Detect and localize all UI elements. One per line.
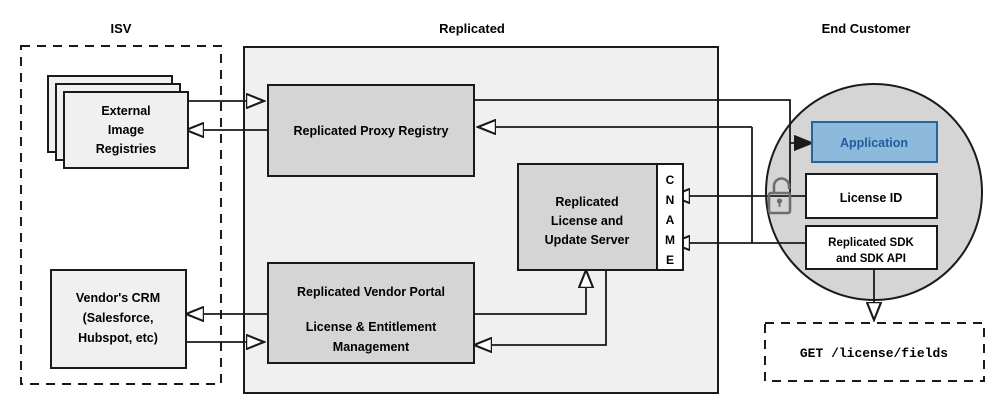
license-id-label: License ID [840, 191, 903, 205]
cname-letter-n: N [666, 193, 675, 207]
application-box [811, 121, 938, 163]
node-vendor-crm[interactable]: Vendor's CRM (Salesforce, Hubspot, etc) [50, 269, 187, 369]
registry-stack-front [63, 91, 189, 169]
application-label: Application [840, 136, 908, 150]
node-cname[interactable]: C N A M E [656, 163, 684, 271]
node-api-call: GET /license/fields [764, 322, 985, 382]
cname-letter-a: A [666, 213, 675, 227]
crm-label-line1: Vendor's CRM [76, 291, 160, 305]
api-call-dashed-box [764, 322, 985, 382]
cname-letter-e: E [666, 253, 674, 267]
node-replicated-sdk[interactable]: Replicated SDK and SDK API [805, 225, 938, 270]
node-external-image-registries[interactable]: External Image Registries [47, 75, 189, 169]
unlock-icon [767, 177, 792, 215]
zone-isv-boundary [20, 45, 222, 385]
padlock-shackle [772, 177, 791, 193]
zone-title-replicated: Replicated [439, 21, 505, 36]
padlock-keyhole-stem [778, 201, 781, 207]
node-license-update-server[interactable]: Replicated License and Update Server [517, 163, 658, 271]
registries-label-line2: Image [108, 123, 144, 137]
node-application[interactable]: Application [811, 121, 938, 163]
lus-label-line2: License and [551, 214, 623, 228]
node-vendor-portal[interactable]: Replicated Vendor Portal License & Entit… [267, 262, 475, 364]
license-update-server-box [517, 163, 658, 271]
crm-label-line3: Hubspot, etc) [78, 331, 158, 345]
zone-title-isv: ISV [111, 21, 132, 36]
license-id-box [805, 173, 938, 219]
vendor-portal-label-line1: Replicated Vendor Portal [297, 285, 445, 299]
registries-label-line3: Registries [96, 142, 156, 156]
connection-layer [182, 100, 874, 345]
cname-box [656, 163, 684, 271]
zone-title-end-customer: End Customer [822, 21, 911, 36]
padlock-body [767, 191, 792, 215]
proxy-registry-box [267, 84, 475, 177]
replicated-sdk-box [805, 225, 938, 270]
sdk-label-line2: and SDK API [836, 253, 906, 265]
cname-letter-m: M [665, 233, 675, 247]
vendor-crm-box [50, 269, 187, 369]
vendor-portal-label-line3: Management [333, 340, 410, 354]
node-license-id[interactable]: License ID [805, 173, 938, 219]
crm-label-line2: (Salesforce, [83, 311, 154, 325]
lus-label-line1: Replicated [555, 195, 618, 209]
registries-label-line1: External [101, 104, 150, 118]
conn-proxy-to-application [474, 99, 812, 143]
vendor-portal-box [267, 262, 475, 364]
cname-letter-c: C [666, 173, 675, 187]
proxy-registry-label: Replicated Proxy Registry [294, 124, 449, 138]
conn-license-server-to-portal [474, 270, 607, 345]
sdk-label-line1: Replicated SDK [828, 237, 914, 249]
api-call-label: GET /license/fields [800, 346, 948, 361]
node-replicated-proxy-registry[interactable]: Replicated Proxy Registry [267, 84, 475, 177]
lus-label-line3: Update Server [545, 233, 630, 247]
vendor-portal-label-line2: License & Entitlement [306, 320, 437, 334]
conn-portal-to-license-server [470, 270, 586, 315]
